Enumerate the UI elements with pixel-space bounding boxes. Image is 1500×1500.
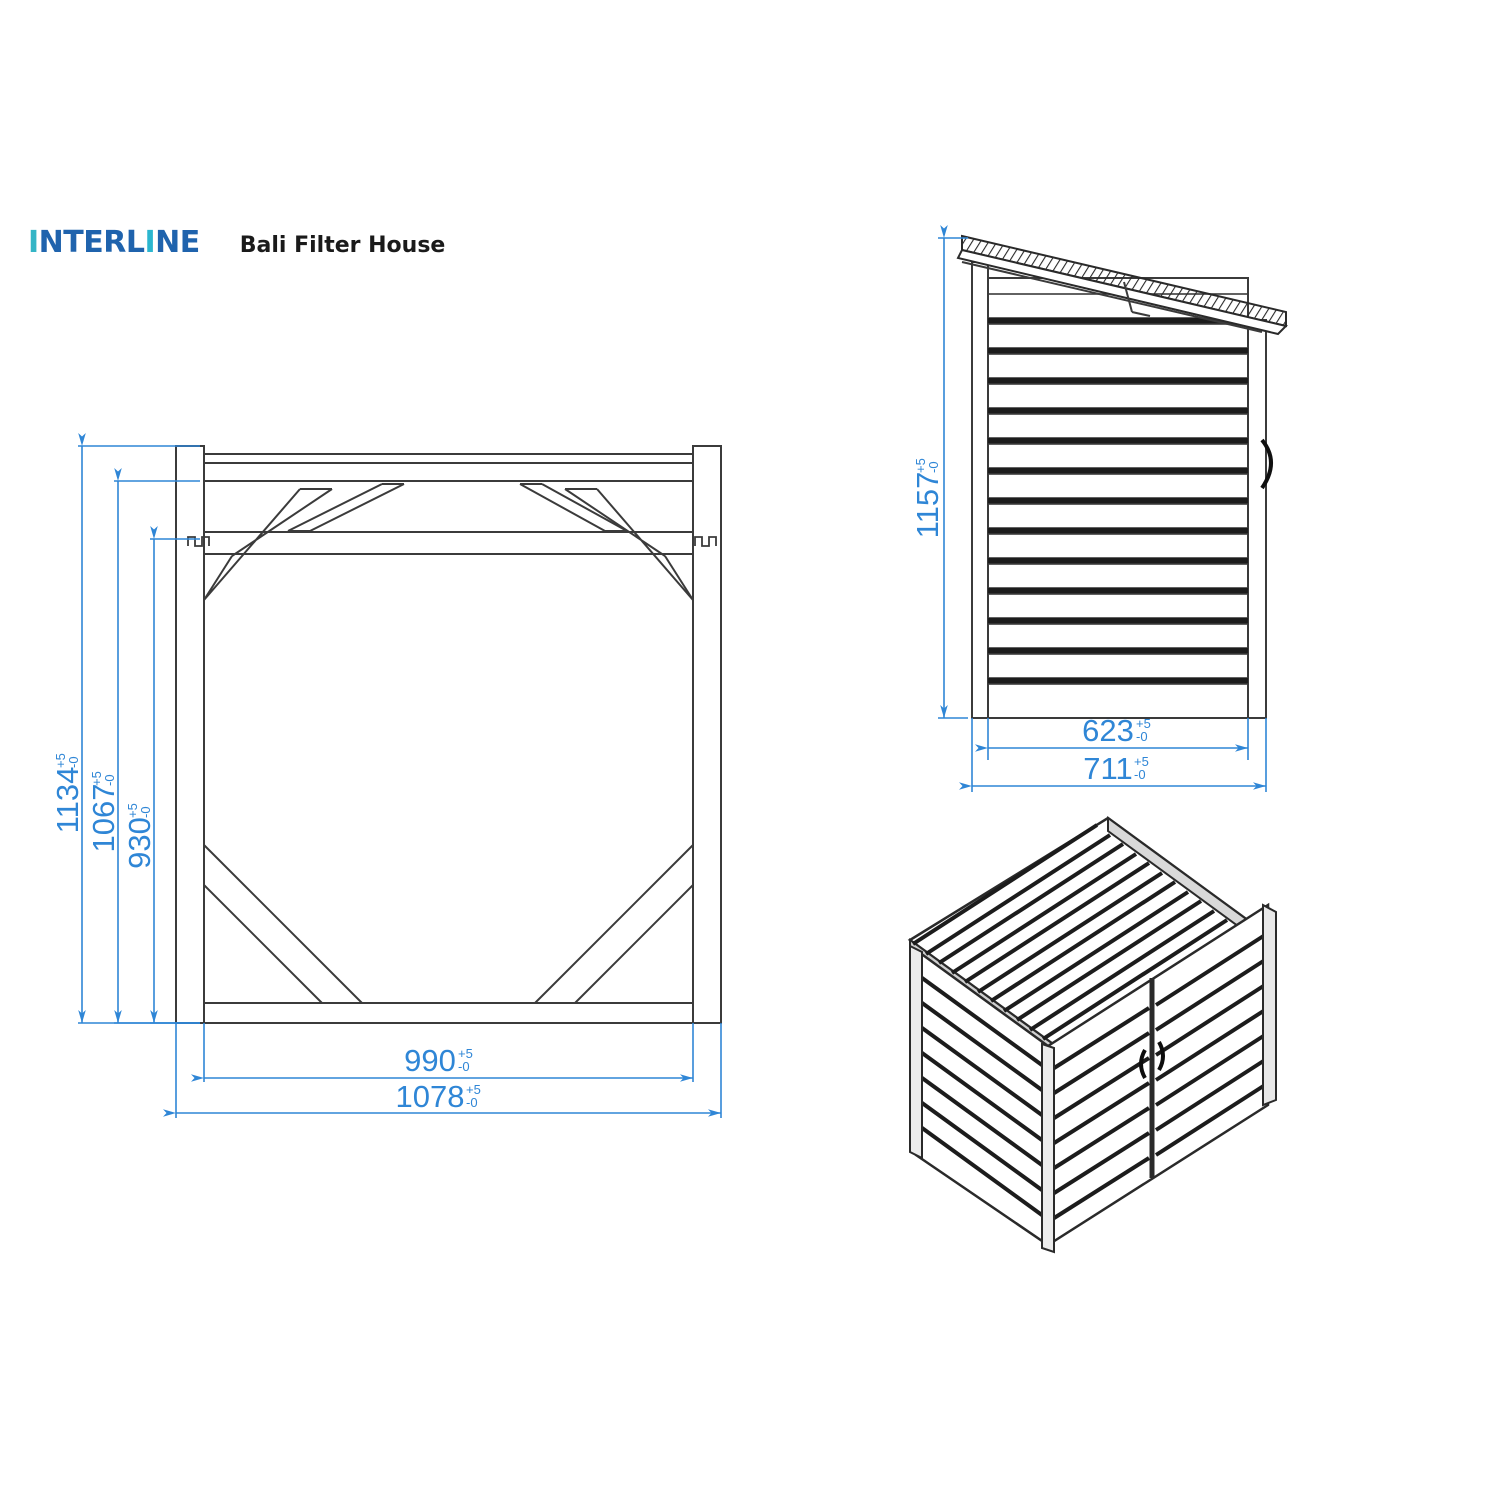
dim-width-inner — [191, 1023, 694, 1082]
dim-tol-minus-1067: -0 — [102, 774, 117, 786]
logo-letters-nterl: NTERL — [38, 225, 145, 260]
sheet-header: INTERLINE Bali Filter House — [28, 228, 446, 259]
logo-letters-ne: NE — [155, 225, 200, 260]
dim-height-overall — [78, 433, 200, 1024]
dim-tol-plus-1157: +5 — [913, 458, 928, 473]
dim-side-depth-roof — [959, 718, 1267, 792]
dim-value-1067: 1067 — [86, 784, 121, 853]
dim-value-711: 711 — [1083, 751, 1132, 786]
dim-label-930: 930 +5 -0 — [122, 803, 157, 869]
dim-label-1067: 1067 +5 -0 — [86, 771, 121, 852]
dim-tol-plus-930: +5 — [125, 803, 140, 818]
side-right-post — [1247, 319, 1267, 719]
dim-value-1134: 1134 — [50, 767, 85, 834]
dim-label-1157: 1157 +5 -0 — [910, 458, 945, 538]
dim-side-height — [938, 225, 968, 719]
dim-width-overall — [163, 1023, 722, 1118]
logo-letter-i1: I — [28, 225, 39, 260]
side-elevation-view — [956, 234, 1288, 719]
front-bottom-rail — [203, 1002, 694, 1024]
iso-front-doors — [1046, 902, 1277, 1248]
dim-tol-minus-1157: -0 — [926, 461, 941, 473]
dim-value-930: 930 — [122, 817, 157, 869]
dim-height-inner-frame — [150, 526, 200, 1024]
iso-left-wall — [914, 947, 1050, 1248]
page-title: Bali Filter House — [239, 233, 446, 258]
front-brace-top-left — [203, 488, 333, 601]
dim-label-1134: 1134 +5 -0 — [50, 753, 85, 833]
dim-value-623: 623 — [1082, 713, 1134, 748]
dim-tol-plus-1067: +5 — [89, 771, 104, 786]
dim-label-990: 990 +5 -0 — [404, 1043, 473, 1078]
front-inner-stiles — [203, 554, 694, 1003]
dim-label-711: 711 +5 -0 — [1083, 751, 1149, 786]
dim-tol-plus-711: +5 — [1134, 754, 1149, 769]
dim-label-623: 623 +5 -0 — [1082, 713, 1151, 748]
iso-corner-post-front — [1041, 1042, 1055, 1254]
front-brace-upper-right — [519, 483, 628, 532]
dim-height-top-rail — [114, 468, 200, 1024]
dim-tol-minus-930: -0 — [138, 806, 153, 818]
front-brace-bottom-left — [203, 844, 363, 1004]
dim-tol-minus-711: -0 — [1134, 767, 1146, 782]
dim-value-1078: 1078 — [396, 1079, 465, 1114]
front-mid-rail — [203, 531, 694, 555]
dim-tol-plus-990: +5 — [458, 1046, 473, 1061]
dim-tol-plus-1134: +5 — [53, 753, 68, 768]
dim-tol-minus-623: -0 — [1136, 729, 1148, 744]
dim-side-depth-body — [975, 718, 1249, 760]
dim-tol-plus-623: +5 — [1136, 716, 1151, 731]
dimension-layer — [78, 225, 1267, 1118]
side-cladding-boards — [987, 293, 1249, 719]
dim-label-1078: 1078 +5 -0 — [396, 1079, 481, 1114]
side-door-handle-icon — [1260, 438, 1273, 490]
front-right-post — [692, 445, 722, 1024]
dim-value-990: 990 — [404, 1043, 456, 1078]
logo-letter-i2: I — [144, 225, 156, 260]
front-top-rails — [203, 453, 694, 533]
interline-logo: INTERLINE — [28, 228, 200, 258]
iso-corner-post-left — [909, 944, 923, 1160]
isometric-view — [907, 816, 1277, 1254]
dimension-text-layer: 1134 +5 -0 1067 +5 -0 930 +5 -0 990 +5 -… — [50, 458, 1151, 1114]
side-left-post — [971, 261, 989, 719]
front-frame-view — [175, 445, 722, 1024]
dim-tol-minus-990: -0 — [458, 1059, 470, 1074]
front-brace-top-right — [564, 488, 694, 601]
dim-value-1157: 1157 — [910, 472, 945, 539]
iso-door-handles-icon — [1139, 1041, 1165, 1079]
front-brace-upper-left — [287, 483, 405, 532]
dim-tol-plus-1078: +5 — [466, 1082, 481, 1097]
side-roof — [956, 234, 1288, 336]
dim-tol-minus-1078: -0 — [466, 1095, 478, 1110]
dim-tol-minus-1134: -0 — [66, 756, 81, 768]
front-brace-bottom-right — [534, 844, 694, 1004]
